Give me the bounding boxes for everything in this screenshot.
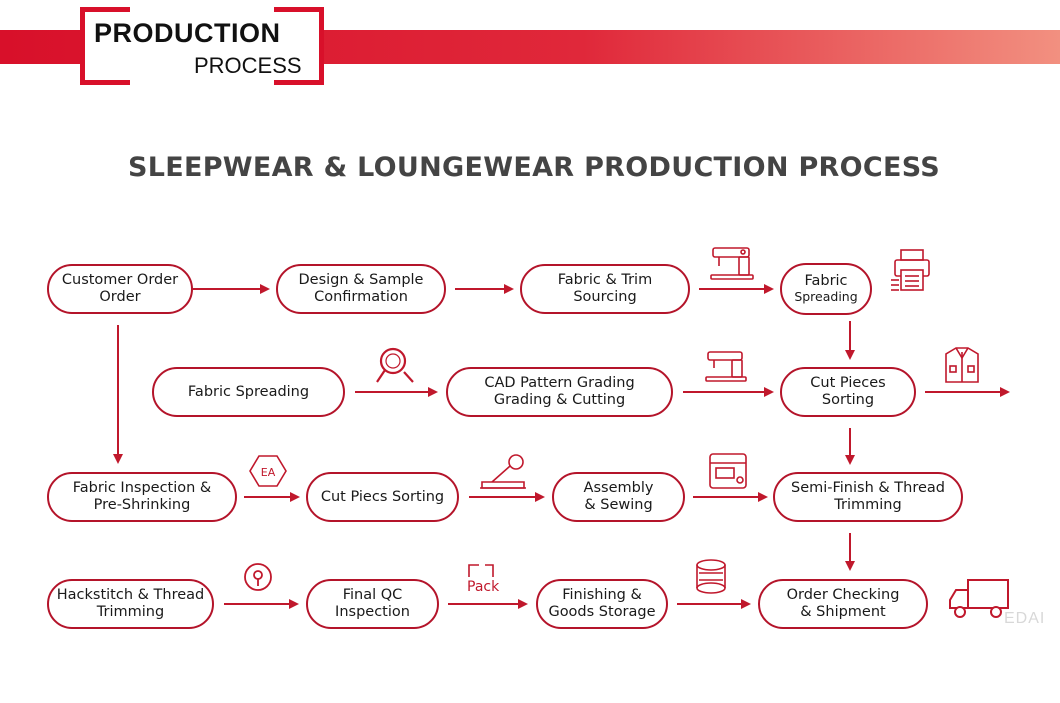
cutting-machine-icon [480,454,526,489]
hex-label: EA [261,466,276,479]
watermark: EDAI [1004,610,1046,627]
node-cad-pattern: CAD Pattern Grading Grading & Cutting [446,367,673,417]
node-design-sample: Design & Sample Confirmation [276,264,446,314]
title-box [80,7,324,85]
title-bracket-left [80,7,130,85]
node-fabric-spreading-1: Fabric Spreading [780,263,872,315]
printer-icon [891,249,930,291]
hexagon-tag-icon: EA [249,455,287,487]
node-assembly: Assembly & Sewing [552,472,685,522]
node-order-checking: Order Checking & Shipment [758,579,928,629]
node-fabric-trim: Fabric & Trim Sourcing [520,264,690,314]
truck-icon [949,579,1009,618]
location-pin-icon [244,563,272,591]
pack-label: Pack [467,579,500,595]
pack-icon: Pack [467,564,500,595]
node-fabric-spreading-1-line1: Fabric [804,273,848,290]
jacket-icon [945,347,979,383]
sewing-machine-icon-3 [709,453,747,489]
node-customer-order: Customer Order Order [47,264,193,314]
node-semi-finish: Semi-Finish & Thread Trimming [773,472,963,522]
node-final-qc: Final QC Inspection [306,579,439,629]
node-fabric-inspection: Fabric Inspection & Pre-Shrinking [47,472,237,522]
node-hackstitch: Hackstitch & Thread Trimming [47,579,214,629]
sewing-machine-icon [710,247,754,280]
magnifier-icon [376,347,414,383]
sewing-machine-icon-2 [705,351,747,382]
node-cut-piecs-sorting: Cut Piecs Sorting [306,472,459,522]
node-fabric-spreading-1-line2: Spreading [794,289,858,305]
title-bracket-right [274,7,324,85]
thread-spool-icon [696,559,726,594]
node-fabric-spreading-2: Fabric Spreading [152,367,345,417]
node-cut-pieces-sorting: Cut Pieces Sorting [780,367,916,417]
node-finishing: Finishing & Goods Storage [536,579,668,629]
header-subtitle: PROCESS [194,53,302,78]
header-title: PRODUCTION [94,18,281,48]
diagram-heading: SLEEPWEAR & LOUNGEWEAR PRODUCTION PROCES… [127,152,941,183]
